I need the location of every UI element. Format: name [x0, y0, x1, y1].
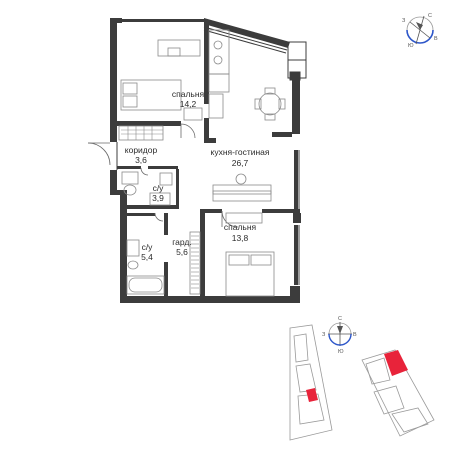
room-area-bathroom-2: 5,4	[141, 252, 153, 262]
room-name-corridor: коридор	[125, 145, 158, 155]
room-area-bedroom-bottom: 13,8	[232, 233, 249, 243]
compass-letter-w: З	[402, 18, 406, 24]
compass-top-right: С В Ю З	[402, 13, 438, 49]
room-name-bathroom-2: с/у	[142, 242, 154, 252]
compass-site: С В Ю З	[322, 316, 357, 355]
site-compass-letter-n: С	[338, 316, 342, 322]
compass-letter-s: Ю	[408, 43, 414, 49]
site-compass-letter-e: В	[353, 332, 357, 338]
site-compass-letter-w: З	[322, 332, 326, 338]
compass-letter-e: В	[434, 36, 438, 42]
room-name-wardrobe: гард.	[172, 237, 192, 247]
room-area-bathroom-1: 3,9	[152, 193, 164, 203]
window-lines	[116, 26, 300, 285]
compass-needle-icon	[416, 22, 423, 30]
room-name-bathroom-1: с/у	[153, 183, 165, 193]
compass-accent-arc	[406, 29, 421, 44]
interior-walls	[117, 22, 300, 297]
room-area-bedroom-top: 14,2	[180, 99, 197, 109]
site-compass-letter-s: Ю	[338, 349, 344, 355]
room-area-wardrobe: 5,6	[176, 247, 188, 257]
room-area-corridor: 3,6	[135, 155, 147, 165]
door-swings	[87, 123, 239, 228]
furniture	[118, 29, 286, 297]
apartment-highlight-main	[384, 350, 408, 376]
compass-letter-n: С	[428, 13, 432, 19]
room-name-bedroom-top: спальня	[172, 89, 205, 99]
apartment-highlight-small	[306, 388, 318, 402]
site-highlights	[306, 350, 408, 402]
loggia	[287, 41, 307, 81]
room-area-kitchen-living: 26,7	[232, 158, 249, 168]
room-labels: спальня 14,2 кухня-гостиная 26,7 коридор…	[125, 89, 270, 262]
wardrobe-hatching	[121, 126, 199, 289]
site-compass-needle-icon	[337, 326, 343, 334]
room-name-bedroom-bottom: спальня	[224, 222, 257, 232]
room-name-kitchen-living: кухня-гостиная	[211, 147, 270, 157]
site-plan	[289, 324, 435, 441]
